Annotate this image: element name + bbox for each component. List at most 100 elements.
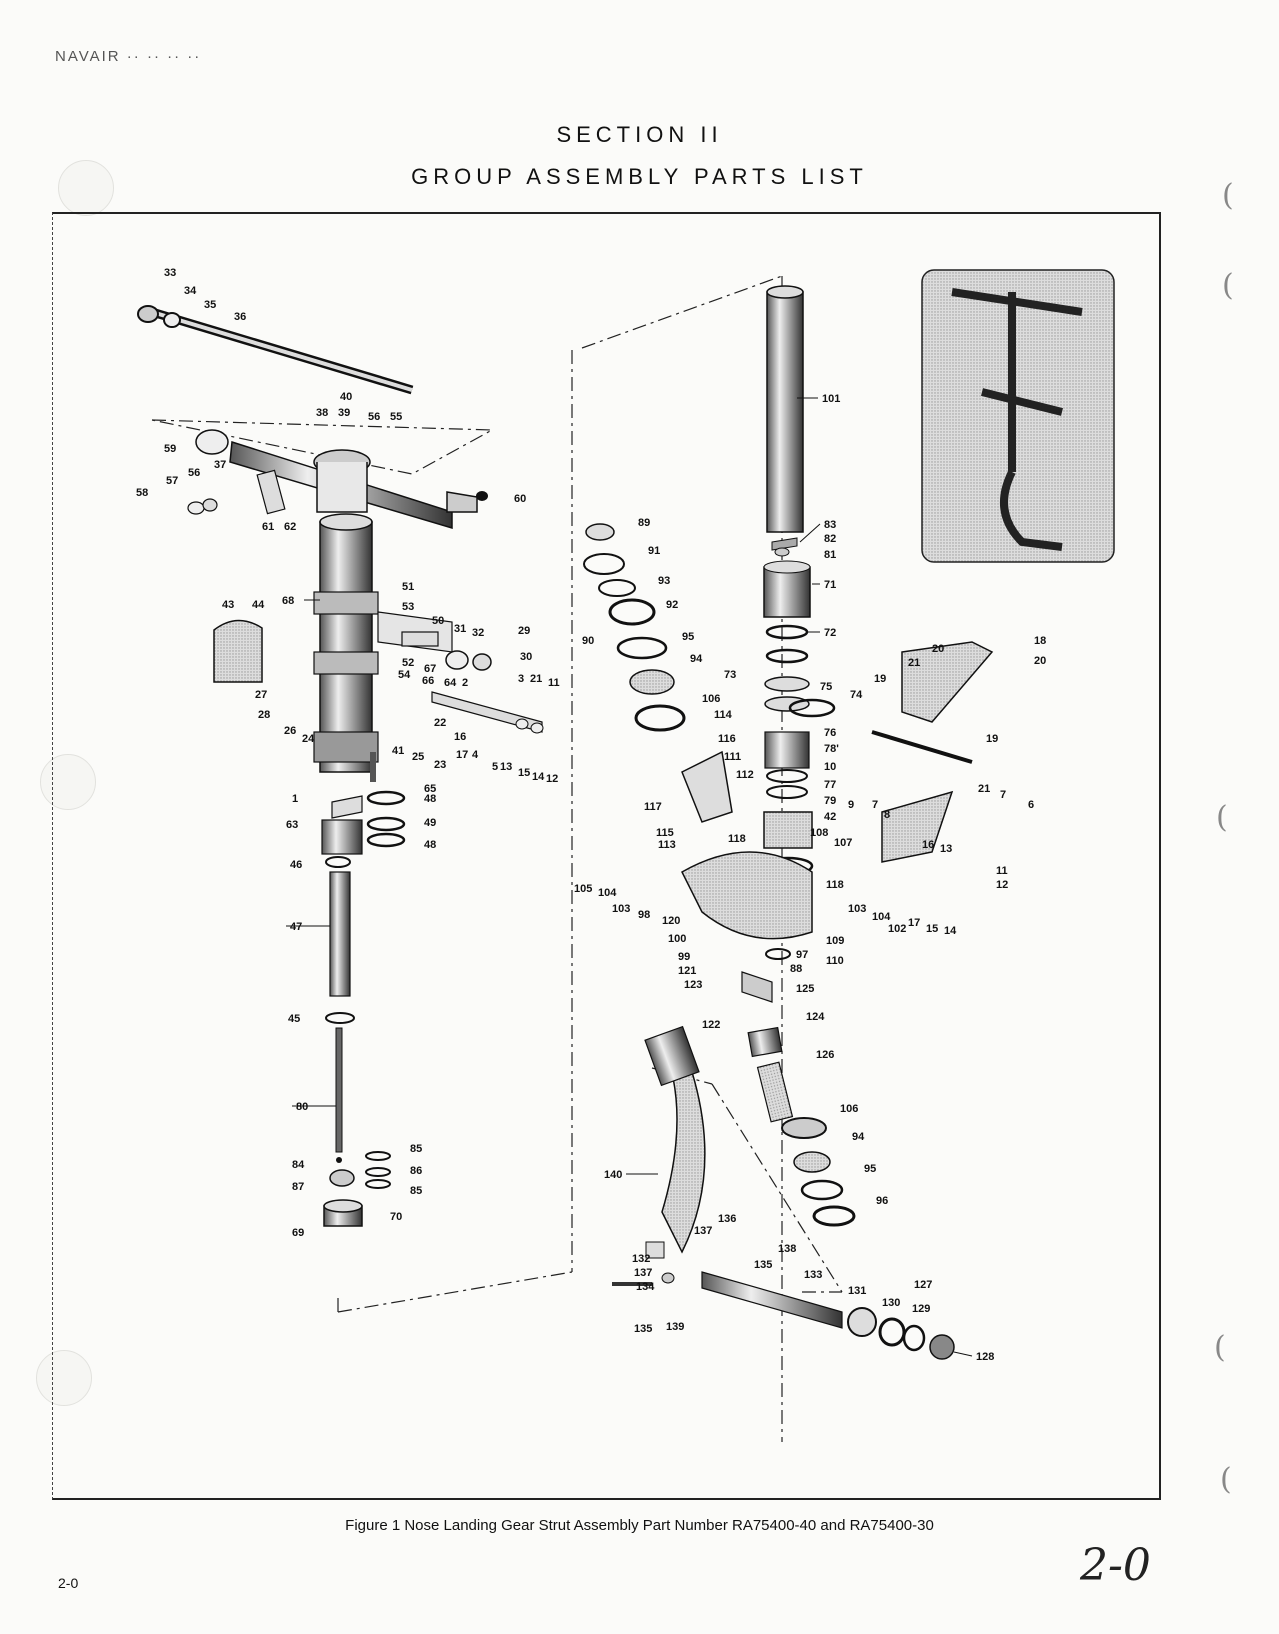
callout-label: 95 [682, 631, 694, 643]
callout-label: 86 [410, 1165, 422, 1177]
callout-label: 125 [796, 983, 814, 995]
callout-label: 15 [926, 923, 938, 935]
punch-hole-bottom [36, 1350, 92, 1406]
callout-label: 134 [636, 1281, 655, 1293]
callout-label: 19 [986, 733, 998, 745]
callout-label: 94 [852, 1131, 865, 1143]
callout-label: 27 [255, 689, 267, 701]
callout-label: 1 [292, 793, 298, 805]
callout-label: 15 [518, 767, 530, 779]
callout-label: 78' [824, 743, 839, 755]
callout-label: 129 [912, 1303, 930, 1315]
callout-label: 42 [824, 811, 836, 823]
callout-label: 16 [922, 839, 934, 851]
callout-label: 130 [882, 1297, 900, 1309]
callout-label: 81 [824, 549, 836, 561]
callout-label: 19 [874, 673, 886, 685]
callout-label: 4 [472, 749, 479, 761]
callout-labels: 33 34 35 36 40 38 39 56 55 59 37 56 57 5… [136, 267, 1046, 1363]
callout-label: 77 [824, 779, 836, 791]
callout-label: 67 [424, 663, 436, 675]
callout-label: 84 [292, 1159, 305, 1171]
callout-label: 14 [944, 925, 957, 937]
callout-label: 17 [908, 917, 920, 929]
callout-label: 29 [518, 625, 530, 637]
callout-label: 71 [824, 579, 836, 591]
callout-label: 63 [286, 819, 298, 831]
callout-label: 65 [424, 783, 436, 795]
callout-label: 127 [914, 1279, 932, 1291]
callout-label: 56 [368, 411, 380, 423]
callout-label: 120 [662, 915, 680, 927]
callout-label: 22 [434, 717, 446, 729]
callout-label: 30 [520, 651, 532, 663]
callout-label: 52 [402, 657, 414, 669]
callout-label: 72 [824, 627, 836, 639]
callout-label: 7 [872, 799, 878, 811]
callout-label: 112 [736, 769, 754, 781]
callout-label: 114 [714, 709, 733, 721]
callout-label: 106 [702, 693, 720, 705]
callout-label: 26 [284, 725, 296, 737]
callout-label: 68 [282, 595, 294, 607]
callout-label: 135 [754, 1259, 772, 1271]
callout-label: 12 [546, 773, 558, 785]
callout-label: 108 [810, 827, 828, 839]
callout-label: 138 [778, 1243, 796, 1255]
callout-label: 48 [424, 839, 436, 851]
callout-label: 75 [820, 681, 832, 693]
callout-label: 57 [166, 475, 178, 487]
callout-label: 91 [648, 545, 660, 557]
callout-label: 32 [472, 627, 484, 639]
callout-label: 60 [514, 493, 526, 505]
callout-label: 137 [694, 1225, 712, 1237]
callout-label: 85 [410, 1143, 422, 1155]
callout-label: 123 [684, 979, 702, 991]
callout-label: 9 [848, 799, 854, 811]
callout-label: 59 [164, 443, 176, 455]
callout-label: 88 [790, 963, 802, 975]
section-subtitle: GROUP ASSEMBLY PARTS LIST [411, 164, 868, 189]
callout-label: 136 [718, 1213, 736, 1225]
page-number: 2-0 [58, 1575, 79, 1591]
callout-label: 34 [184, 285, 197, 297]
callout-label: 35 [204, 299, 216, 311]
binding-mark: ( [1222, 268, 1234, 303]
callout-label: 3 [518, 673, 524, 685]
callout-label: 38 [316, 407, 328, 419]
callout-label: 45 [288, 1013, 300, 1025]
callout-label: 106 [840, 1103, 858, 1115]
callout-label: 11 [548, 677, 560, 689]
callout-label: 107 [834, 837, 852, 849]
callout-label: 80 [296, 1101, 308, 1113]
figure-caption: Figure 1 Nose Landing Gear Strut Assembl… [345, 1517, 934, 1534]
callout-label: 7 [1000, 789, 1006, 801]
callout-label: 61 [262, 521, 274, 533]
callout-label: 82 [824, 533, 836, 545]
callout-label: 39 [338, 407, 350, 419]
callout-label: 5 [492, 761, 498, 773]
callout-label: 118 [826, 879, 844, 891]
callout-label: 20 [932, 643, 944, 655]
callout-label: 43 [222, 599, 234, 611]
punch-hole-middle [40, 754, 96, 810]
callout-label: 111 [724, 751, 741, 763]
callout-label: 96 [876, 1195, 888, 1207]
left-strut-assembly [137, 305, 544, 1227]
callout-label: 23 [434, 759, 446, 771]
callout-label: 79 [824, 795, 836, 807]
callout-label: 41 [392, 745, 404, 757]
callout-label: 94 [690, 653, 703, 665]
callout-label: 97 [796, 949, 808, 961]
callout-label: 51 [402, 581, 414, 593]
callout-label: 92 [666, 599, 678, 611]
callout-label: 121 [678, 965, 696, 977]
callout-label: 102 [888, 923, 906, 935]
document-id: NAVAIR ·· ·· ·· ·· [55, 48, 202, 65]
callout-label: 36 [234, 311, 246, 323]
callout-label: 124 [806, 1011, 825, 1023]
callout-label: 116 [718, 733, 736, 745]
callout-label: 70 [390, 1211, 402, 1223]
callout-label: 133 [804, 1269, 822, 1281]
binding-mark: ( [1214, 1330, 1226, 1365]
